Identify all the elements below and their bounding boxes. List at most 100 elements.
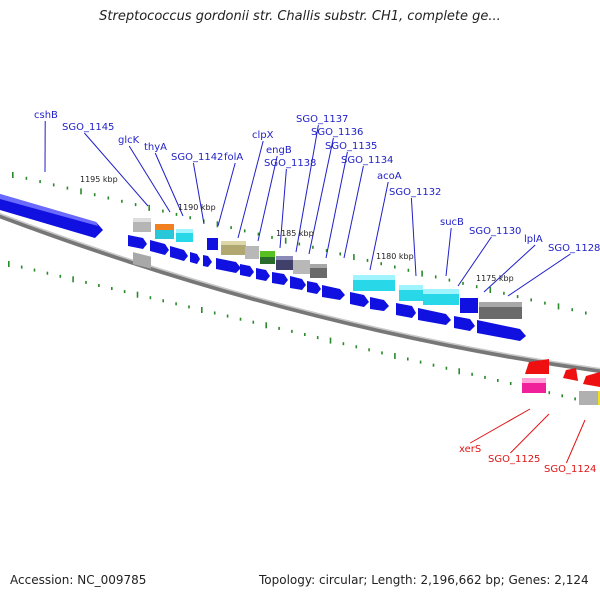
tick-mark: [175, 302, 177, 306]
feature-block-gray-5[interactable]: [479, 302, 522, 319]
gene-arrow[interactable]: [240, 264, 254, 277]
gene-label[interactable]: clpX: [252, 130, 274, 141]
gene-label[interactable]: SGO_1136: [311, 127, 363, 138]
tick-mark: [188, 305, 190, 309]
gene-label[interactable]: SGO_1130: [469, 226, 521, 237]
gene-xerS[interactable]: [525, 359, 549, 374]
gene-label[interactable]: cshB: [34, 110, 58, 121]
tick-mark: [162, 209, 164, 213]
gene-label[interactable]: SGO_1134: [341, 155, 393, 166]
gene-cshB[interactable]: [0, 194, 103, 238]
gene-SGO_1145[interactable]: [133, 252, 151, 269]
gene-label[interactable]: SGO_1137: [296, 114, 348, 125]
gene-label[interactable]: sucB: [440, 217, 464, 228]
gene-arrow[interactable]: [203, 255, 212, 267]
tick-mark: [489, 287, 492, 293]
feature-block-cyan-3[interactable]: [399, 285, 423, 301]
gene-arrow[interactable]: [396, 303, 416, 318]
gene-arrow[interactable]: [256, 268, 270, 281]
gene-arrow[interactable]: [150, 240, 169, 255]
tick-mark: [458, 368, 460, 375]
gene-SGO_1124[interactable]: [583, 372, 600, 387]
feature-block-cyan-2[interactable]: [353, 275, 395, 291]
tick-mark: [98, 284, 100, 287]
feature-block-green[interactable]: [260, 251, 275, 264]
feature-block-blue-mid[interactable]: [460, 298, 478, 313]
tick-mark: [312, 245, 314, 249]
feature-block-navy[interactable]: [276, 256, 293, 270]
leader-line: [257, 155, 278, 242]
gene-arrow[interactable]: [290, 276, 306, 290]
tick-mark: [107, 196, 110, 200]
gene-label[interactable]: SGO_1128: [548, 243, 600, 254]
gene-label[interactable]: SGO_1135: [325, 141, 377, 152]
gene-arrow[interactable]: [128, 235, 147, 249]
feature-block-gray-3[interactable]: [293, 260, 310, 274]
gene-red-small[interactable]: [563, 368, 578, 381]
tick-mark: [52, 183, 55, 187]
gene-label[interactable]: xerS: [459, 444, 481, 455]
gene-gray-right[interactable]: [579, 391, 600, 405]
tick-mark: [475, 285, 478, 289]
gene-SGO_1125[interactable]: [522, 378, 546, 393]
tick-mark: [8, 261, 10, 267]
tick-mark: [530, 298, 532, 302]
tick-mark: [366, 258, 369, 262]
feature-block-orange[interactable]: [155, 224, 174, 239]
tick-mark: [12, 172, 14, 178]
tick-mark: [509, 382, 512, 385]
gene-arrow[interactable]: [454, 316, 475, 331]
leader-line: [510, 413, 550, 454]
gene-label[interactable]: glcK: [118, 135, 140, 146]
kbp-marker-label: 1195 kbp: [80, 175, 118, 184]
tick-mark: [484, 375, 486, 379]
tick-mark: [59, 274, 62, 278]
feature-block-gray-2[interactable]: [245, 246, 259, 259]
tick-mark: [252, 320, 255, 324]
feature-block-gray-4[interactable]: [310, 264, 327, 278]
gene-arrow[interactable]: [477, 320, 526, 341]
tick-mark: [381, 351, 383, 355]
gene-label[interactable]: SGO_1145: [62, 122, 114, 133]
feature-block-cyan-4[interactable]: [423, 289, 459, 305]
tick-mark: [316, 336, 319, 340]
feature-block-olive[interactable]: [221, 241, 246, 255]
feature-block-cyan-1[interactable]: [176, 229, 193, 242]
gene-arrow[interactable]: [170, 246, 188, 261]
gene-label[interactable]: SGO_1125: [488, 454, 540, 465]
gene-arrow[interactable]: [216, 258, 241, 273]
gene-arrow[interactable]: [418, 308, 451, 325]
tick-mark: [72, 276, 74, 283]
feature-block-gray-1[interactable]: [133, 218, 151, 232]
tick-mark: [448, 278, 451, 282]
tick-mark: [571, 308, 573, 312]
gene-arrow[interactable]: [322, 285, 345, 300]
gene-label[interactable]: SGO_1138: [264, 158, 316, 169]
leader-line: [565, 419, 586, 464]
tick-mark: [25, 176, 28, 180]
gene-label[interactable]: SGO_1142: [171, 152, 223, 163]
tick-mark: [213, 311, 216, 315]
tick-mark: [136, 291, 139, 298]
gene-label[interactable]: SGO_1124: [544, 464, 596, 475]
gene-label[interactable]: lplA: [524, 234, 543, 245]
tick-mark: [503, 291, 505, 295]
leader-line: [469, 408, 531, 444]
gene-arrow[interactable]: [350, 292, 369, 307]
tick-mark: [271, 235, 273, 239]
feature-block-blue-small[interactable]: [207, 238, 218, 250]
leader-line: [325, 151, 348, 259]
gene-arrow[interactable]: [272, 272, 288, 285]
gene-label[interactable]: SGO_1132: [389, 187, 441, 198]
gene-arrow[interactable]: [190, 252, 200, 264]
gene-label[interactable]: thyA: [144, 142, 167, 153]
gene-label[interactable]: engB: [266, 145, 292, 156]
gene-arrow[interactable]: [370, 297, 389, 311]
tick-mark: [93, 193, 96, 197]
gene-label[interactable]: folA: [224, 152, 243, 163]
gene-arrow[interactable]: [307, 281, 321, 294]
tick-mark: [497, 379, 499, 382]
gene-label[interactable]: acoA: [377, 171, 402, 182]
leader-line: [369, 181, 389, 271]
